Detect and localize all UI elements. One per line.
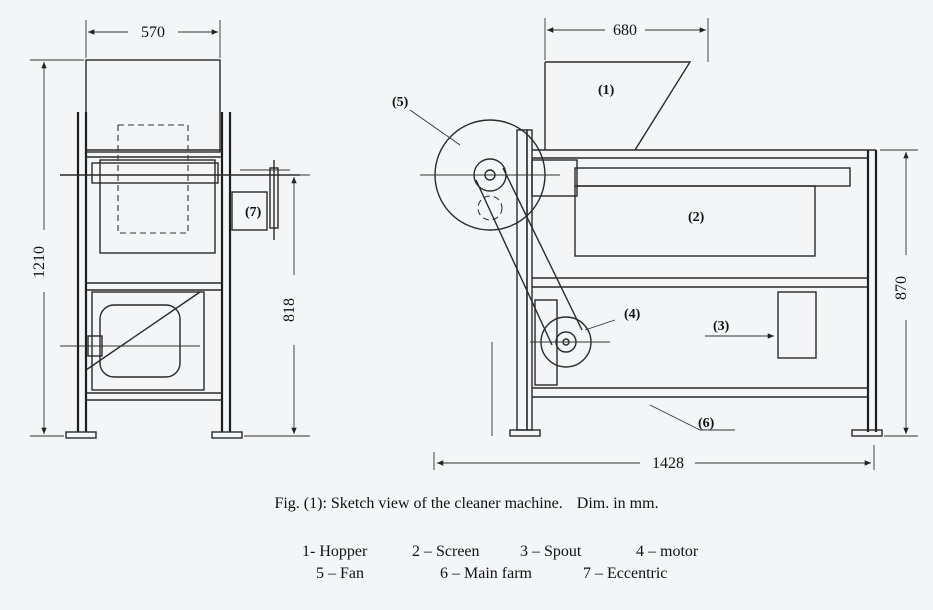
label-part-6: (6) [698, 416, 715, 431]
front-hopper [85, 59, 221, 153]
side-hopper [545, 61, 692, 151]
legend-row-2: 5 – Fan 6 – Main farm 7 – Eccentric [0, 565, 933, 585]
label-part-7: (7) [245, 205, 262, 220]
spout [777, 291, 817, 359]
legend-item-motor: 4 – motor [636, 543, 699, 560]
legend-item-main-farm: 6 – Main farm [440, 565, 532, 582]
dim-side-length: 1428 [652, 455, 684, 472]
dim-front-mid-height: 818 [281, 298, 298, 322]
front-view: 570 1210 818 (7) [30, 20, 310, 439]
dim-side-top-width: 680 [613, 22, 637, 39]
label-part-1: (1) [598, 83, 615, 98]
figure-caption: Fig. (1): Sketch view of the cleaner mac… [0, 495, 933, 513]
label-part-2: (2) [688, 210, 705, 225]
label-part-4: (4) [624, 307, 641, 322]
caption-text: Fig. (1): Sketch view of the cleaner mac… [274, 495, 563, 512]
legend-item-spout: 3 – Spout [520, 543, 582, 560]
legend-row-1: 1- Hopper 2 – Screen 3 – Spout 4 – motor [0, 543, 933, 563]
caption-units: Dim. in mm. [576, 495, 659, 512]
dim-front-height: 1210 [31, 246, 48, 278]
dim-front-width: 570 [141, 24, 165, 41]
screen-box [574, 167, 851, 187]
side-view: 680 870 1428 (1) (2) (3) (4) (5) (6) [392, 18, 918, 472]
legend-item-eccentric: 7 – Eccentric [583, 565, 668, 582]
legend-item-screen: 2 – Screen [412, 543, 480, 560]
eccentric-box [231, 191, 268, 231]
legend-item-fan: 5 – Fan [316, 565, 364, 582]
legend-item-hopper: 1- Hopper [302, 543, 368, 560]
label-part-3: (3) [713, 319, 730, 334]
label-part-5: (5) [392, 95, 409, 110]
dim-side-height: 870 [893, 276, 910, 300]
